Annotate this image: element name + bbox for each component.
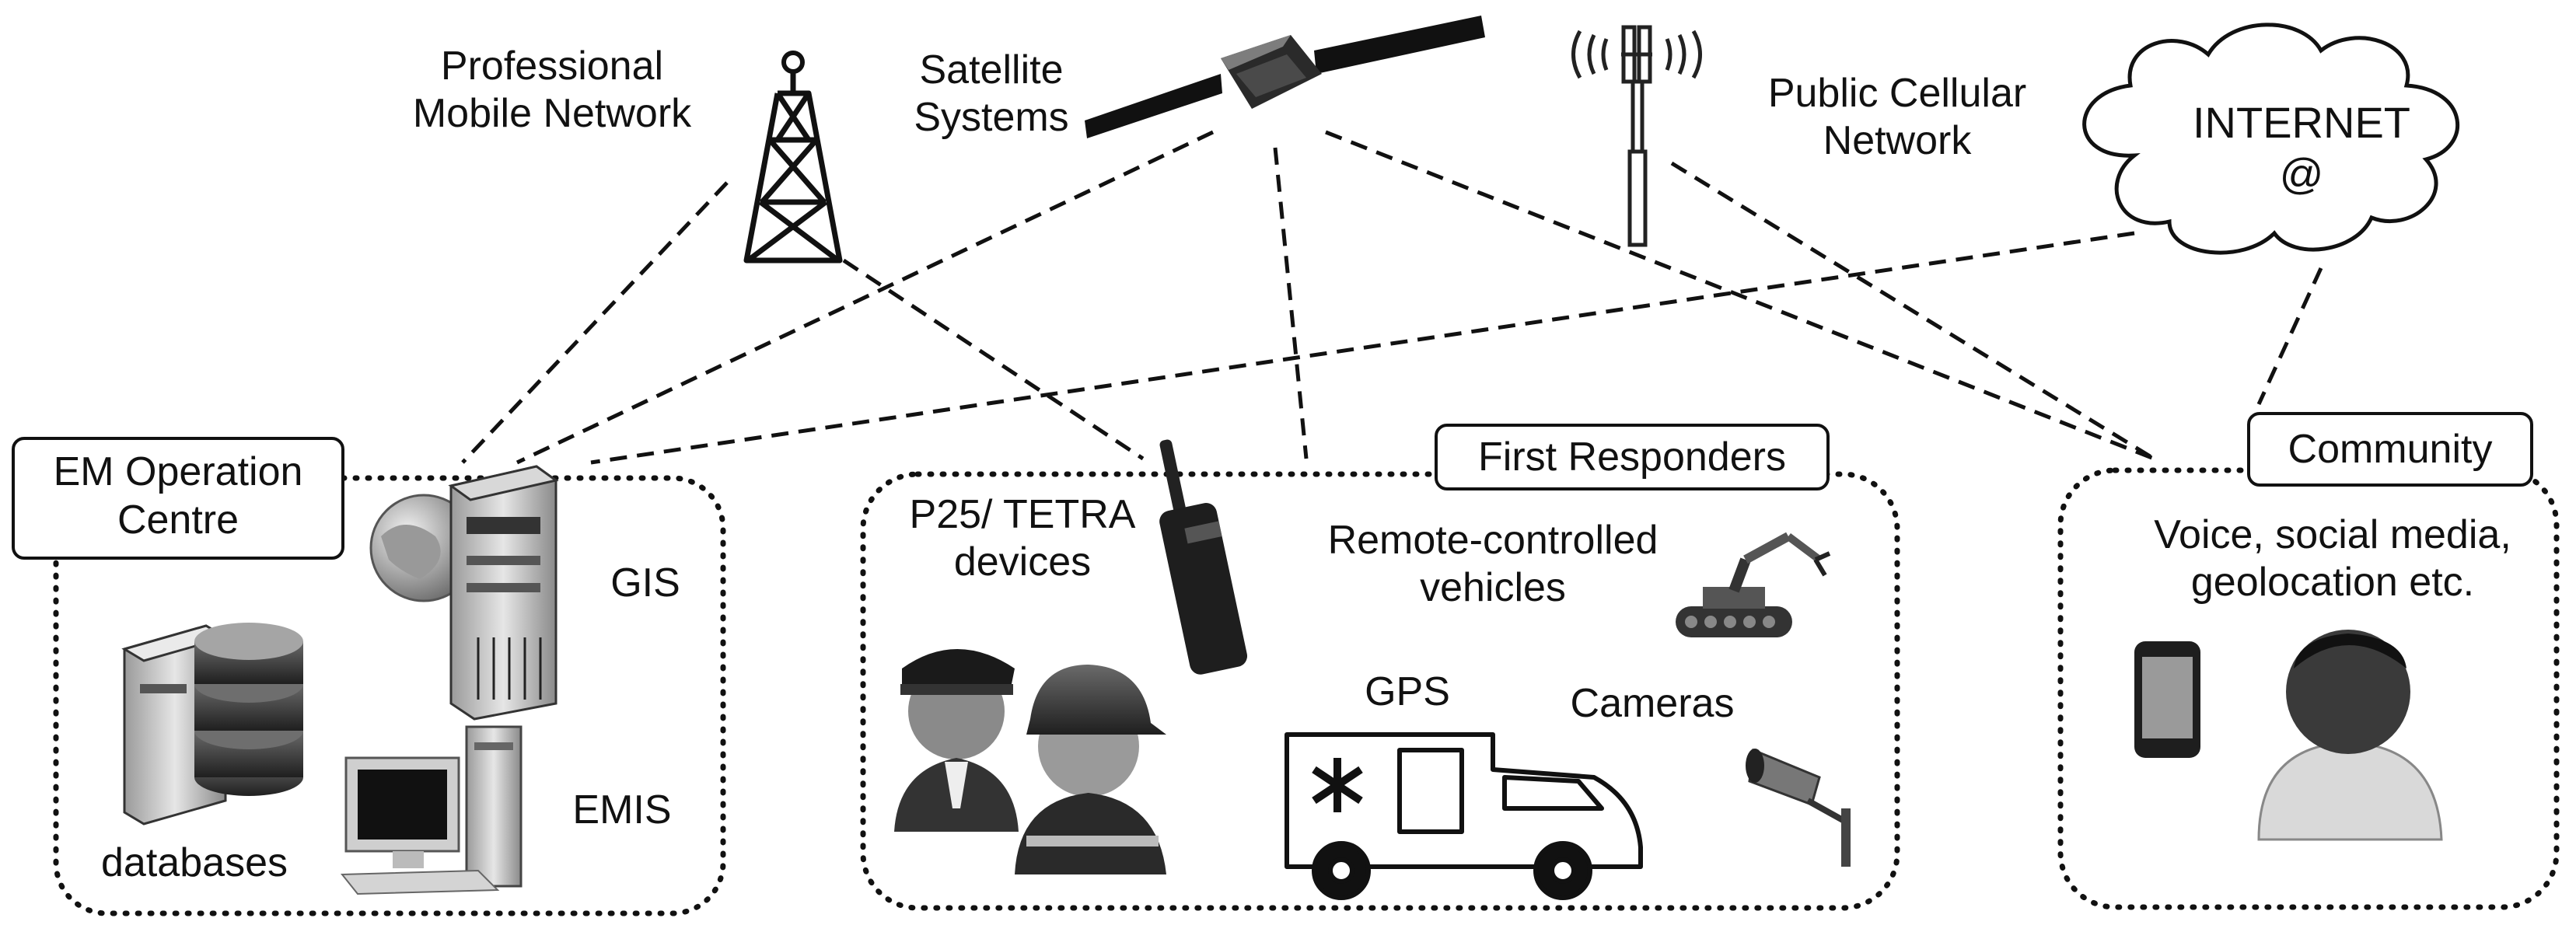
link-cell-community [1670, 161, 2155, 461]
internet-label: INTERNET @ [2162, 97, 2441, 200]
community-person-icon [2257, 630, 2443, 841]
link-pmn-responders [842, 258, 1145, 461]
satellite-label-line2: Systems [914, 95, 1069, 141]
link-internet-emcentre [590, 231, 2135, 465]
remote-vehicles-label-line1: Remote-controlled [1327, 518, 1658, 563]
p25-label-line2: devices [953, 539, 1092, 585]
link-sat-responders [1273, 147, 1309, 459]
cellular-label: Public Cellular Network [1734, 70, 2060, 166]
p25-label-line1: P25/ TETRA [909, 492, 1136, 537]
smartphone-icon [2134, 641, 2200, 758]
robot-vehicle-icon [1676, 532, 1831, 637]
security-camera-icon [1746, 748, 1851, 867]
responders-title: First Responders [1435, 424, 1830, 490]
radio-tower-icon [743, 51, 843, 264]
internet-cloud-icon [2082, 23, 2460, 255]
em-centre-title: EM Operation Centre [12, 437, 344, 560]
internet-label-line1: INTERNET [2193, 98, 2410, 147]
first-responders-people-icon [894, 649, 1166, 874]
cellular-label-line1: Public Cellular [1767, 71, 2027, 116]
remote-vehicles-label: Remote-controlled vehicles [1291, 517, 1695, 613]
cameras-label: Cameras [1570, 681, 1735, 726]
internet-label-line2: @ [2279, 149, 2324, 199]
link-internet-community [2256, 267, 2323, 406]
p25-label: P25/ TETRA devices [902, 491, 1143, 587]
cellular-tower-icon [1571, 25, 1702, 247]
radio-handset-icon [1159, 439, 1248, 675]
remote-vehicles-label-line2: vehicles [1420, 565, 1566, 611]
emis-label: EMIS [572, 787, 672, 833]
ambulance-icon [1285, 732, 1643, 900]
gps-label: GPS [1365, 669, 1450, 714]
em-centre-group [53, 475, 726, 916]
community-desc-line1: Voice, social media, [2154, 512, 2511, 557]
database-icon [121, 623, 303, 826]
pmn-label-line1: Professional [440, 44, 664, 89]
cellular-label-line2: Network [1823, 118, 1972, 164]
gis-server-icon [369, 465, 559, 721]
satellite-label: Satellite Systems [879, 47, 1104, 142]
em-centre-title-line2: Centre [117, 497, 239, 543]
pmn-label-line2: Mobile Network [412, 91, 692, 137]
community-group [2057, 467, 2560, 910]
link-pmn-emcentre [461, 181, 729, 464]
community-desc: Voice, social media, geolocation etc. [2130, 511, 2535, 607]
emis-computer-icon [340, 725, 523, 895]
link-sat-community [1325, 130, 2155, 461]
gis-label: GIS [610, 560, 680, 606]
link-sat-emcentre [516, 130, 1215, 465]
databases-label: databases [101, 840, 288, 885]
connection-lines [461, 130, 2323, 465]
responders-group [860, 471, 1900, 911]
pmn-label: Professional Mobile Network [373, 43, 731, 138]
satellite-icon [1085, 16, 1485, 138]
satellite-label-line1: Satellite [919, 47, 1064, 93]
community-title: Community [2247, 412, 2533, 487]
community-desc-line2: geolocation etc. [2190, 560, 2475, 606]
em-centre-title-line1: EM Operation [53, 449, 303, 494]
